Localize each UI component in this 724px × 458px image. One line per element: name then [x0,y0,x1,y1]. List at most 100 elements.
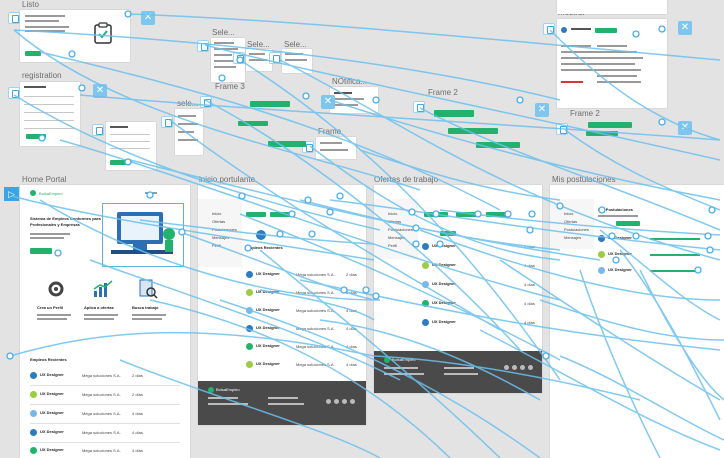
brand: BolsaEmpleo [39,191,63,196]
menu-item[interactable]: Ofertas [388,219,402,224]
footer: BolsaEmpleo [374,351,542,393]
hotspot-trigger[interactable] [197,40,209,52]
job-time: 4 días [524,282,535,287]
chart-icon [92,279,114,299]
job-time: 4 días [524,301,535,306]
job-time: 4 días [346,308,357,313]
close-icon[interactable]: ✕ [535,103,549,117]
green-overlay [250,101,290,107]
job-title: UX Designer [256,361,280,366]
job-desc: Mega soluciones S.A. [296,290,335,295]
hotspot-trigger[interactable] [200,96,212,108]
frame-label-postulaciones: Mis postulaciones [552,175,616,184]
frame-label-frame2b: Frame 2 [570,109,600,118]
hotspot-trigger[interactable] [161,116,173,128]
close-icon[interactable]: ✕ [678,21,692,35]
job-time: 4 días [132,411,143,416]
recent-jobs-heading: Empleos Recientes [30,357,67,362]
menu-item[interactable]: Mensajes [564,235,582,240]
menu-item[interactable]: Postulaciones [212,227,237,232]
green-overlay [448,128,498,134]
page-title: Mis Postulaciones [598,207,633,212]
hotspot-trigger[interactable] [8,12,20,24]
logo-icon [30,190,36,196]
hotspot-trigger[interactable] [8,87,20,99]
job-desc: Mega soluciones S.A. [296,326,335,331]
job-time: 2 días [132,392,143,397]
frame-label-frame3: Frame 3 [215,82,245,91]
hotspot-trigger[interactable] [92,124,104,136]
job-title: UX Designer [256,271,280,276]
job-desc: Mega soluciones S.A. [296,362,335,367]
job-title: UX Designer [432,281,456,286]
menu-item[interactable]: Mensajes [388,235,406,240]
job-title: UX Designer [432,262,456,267]
play-icon[interactable]: ▷ [4,187,19,201]
frame-registration[interactable] [20,82,80,146]
frame-form-small[interactable] [106,122,156,170]
green-overlay [586,131,618,136]
hotspot-trigger[interactable] [556,123,568,135]
job-title: UX Designer [432,319,456,324]
menu-item[interactable]: Inicio [388,211,398,216]
menu-item[interactable]: Inicio [564,211,574,216]
frame-label-frame: Frame [318,127,342,136]
job-desc: Mega soluciones S.A. [296,272,335,277]
frame-label-listo: Listo [22,0,39,9]
clipboard-check-icon [93,22,113,44]
menu-item[interactable]: Perfil [212,243,222,248]
job-desc: Mega soluciones S.A. [82,430,121,435]
job-time: 4 días [346,344,357,349]
close-icon[interactable]: ✕ [678,121,692,135]
frame-mostrar[interactable] [557,19,667,108]
hotspot-trigger[interactable] [269,52,281,64]
menu-item[interactable]: Ofertas [564,219,578,224]
job-time: 2 días [346,290,357,295]
hero-title-2: Profesionales y Empresas [30,222,80,227]
frame-label-inicio: inicio portulante [199,175,256,184]
close-icon[interactable]: ✕ [93,84,107,98]
hotspot-trigger[interactable] [543,23,555,35]
job-time: 4 días [132,430,143,435]
frame-sele-4[interactable] [175,109,203,155]
job-desc: Mega soluciones S.A. [82,448,121,453]
job-time: 2 días [524,244,535,249]
job-title: UX Designer [40,372,64,377]
menu-item[interactable]: Inicio [212,211,222,216]
menu-item[interactable]: Perfil [388,243,398,248]
frame-sele-3[interactable] [282,49,312,73]
green-overlay [588,122,632,128]
green-overlay [238,121,268,126]
job-desc: Mega soluciones S.A. [296,344,335,349]
close-icon[interactable]: ✕ [141,11,155,25]
gear-icon [46,279,66,299]
job-title: UX Designer [256,343,280,348]
frame-label-sele3: Sele... [284,40,307,49]
frame-generic[interactable] [316,137,356,159]
menu-item[interactable]: Postulaciones [564,227,589,232]
recent-jobs-heading: Empleos Recientes [246,245,283,250]
frame-mis-postulaciones[interactable]: Inicio Ofertas Postulaciones Mensajes Mi… [550,185,724,458]
hotspot-trigger[interactable] [413,101,425,113]
frame-ofertas-trabajo[interactable]: Inicio Ofertas Postulaciones Mensajes Pe… [374,185,542,393]
frame-listo[interactable] [20,10,130,62]
hero-title: Sistema de Empleos Conformes para [30,216,101,221]
green-overlay [434,110,474,117]
job-time: 2 días [346,272,357,277]
frame-home-portal[interactable]: BolsaEmpleo Sistema de Empleos Conformes… [20,185,190,458]
job-title: UX Designer [608,267,632,272]
feature-title-2: Aplica a ofertas [84,305,114,310]
frame-top-partial[interactable] [557,0,667,14]
menu-item[interactable]: Ofertas [212,219,226,224]
menu-item[interactable]: Mensajes [212,235,230,240]
job-desc: Mega soluciones S.A. [296,308,335,313]
frame-label-frame2a: Frame 2 [428,88,458,97]
feature-title-3: Busca trabajo [132,305,159,310]
frame-inicio-portulante[interactable]: Inicio Ofertas Postulaciones Mensajes Pe… [198,185,366,425]
hero-cta-button[interactable] [30,248,52,254]
menu-item[interactable]: Postulaciones [388,227,413,232]
close-icon[interactable]: ✕ [321,95,335,109]
hotspot-trigger[interactable] [233,52,245,64]
frame-notificaciones[interactable] [330,87,378,113]
